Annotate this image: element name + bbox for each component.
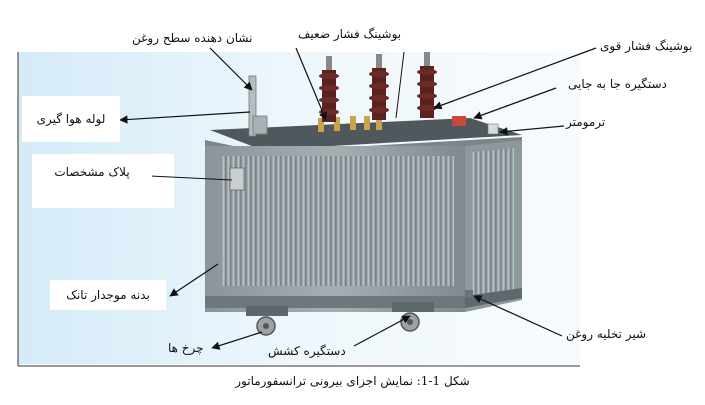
wheel-right-hub [407, 319, 413, 325]
thermometer-shape [487, 123, 499, 135]
high-voltage-bushing-3 [417, 52, 437, 118]
leader-thermometer [499, 125, 565, 136]
label-high-voltage-bushing: بوشینگ فشار قوی [600, 39, 693, 53]
label-oil-level-indicator: نشان دهنده سطح روغن [132, 31, 253, 45]
label-wheels: چرخ ها [168, 341, 204, 355]
tap-changer-shape [452, 116, 466, 126]
breather-pipe-bracket [252, 115, 268, 135]
label-breather-pipe: لوله هوا گیری [22, 96, 120, 142]
leader-pulling-handle [353, 315, 411, 347]
wheel-left-hub [263, 323, 269, 329]
label-tank-body: بدنه موجدار تانک [50, 280, 166, 310]
skid-rail-right [392, 302, 434, 312]
label-tap-changer: دستگیره جا به جایی [568, 77, 667, 91]
tank-lid [210, 118, 522, 150]
corrugated-fins [222, 156, 454, 286]
breather-pipe-shape [248, 75, 257, 137]
nameplate-plate [229, 167, 245, 191]
tank-side-fins [472, 148, 514, 300]
skid-rail-left [246, 306, 288, 316]
leader-oil-level [209, 47, 253, 91]
label-drain-valve: شیر تخلیه روغن [566, 327, 647, 341]
tank-base-side [465, 288, 522, 308]
leader-wheels [211, 331, 263, 350]
label-thermometer: ترمومتر [566, 115, 606, 129]
label-low-voltage-bushing: بوشینگ فشار ضعیف [298, 27, 402, 41]
high-voltage-bushing-1 [319, 56, 339, 122]
leader-breather-pipe [119, 111, 251, 124]
figure-caption: شکل 1-1: نمایش اجزای بیرونی ترانسفورماتو… [235, 374, 470, 388]
leader-high-voltage [433, 47, 597, 110]
leader-vertical [395, 51, 405, 119]
label-nameplate: پلاک مشخصات [32, 154, 152, 190]
leader-drain-valve [473, 295, 563, 337]
leader-tap-changer [473, 87, 557, 120]
high-voltage-bushing-2 [369, 54, 389, 120]
low-voltage-bushings [318, 116, 382, 132]
leader-low-voltage [295, 47, 327, 121]
drain-valve-shape [465, 290, 473, 298]
label-pulling-handle: دستگیره کشش [268, 344, 346, 358]
leader-nameplate [149, 175, 233, 181]
leader-tank-body [169, 263, 219, 297]
